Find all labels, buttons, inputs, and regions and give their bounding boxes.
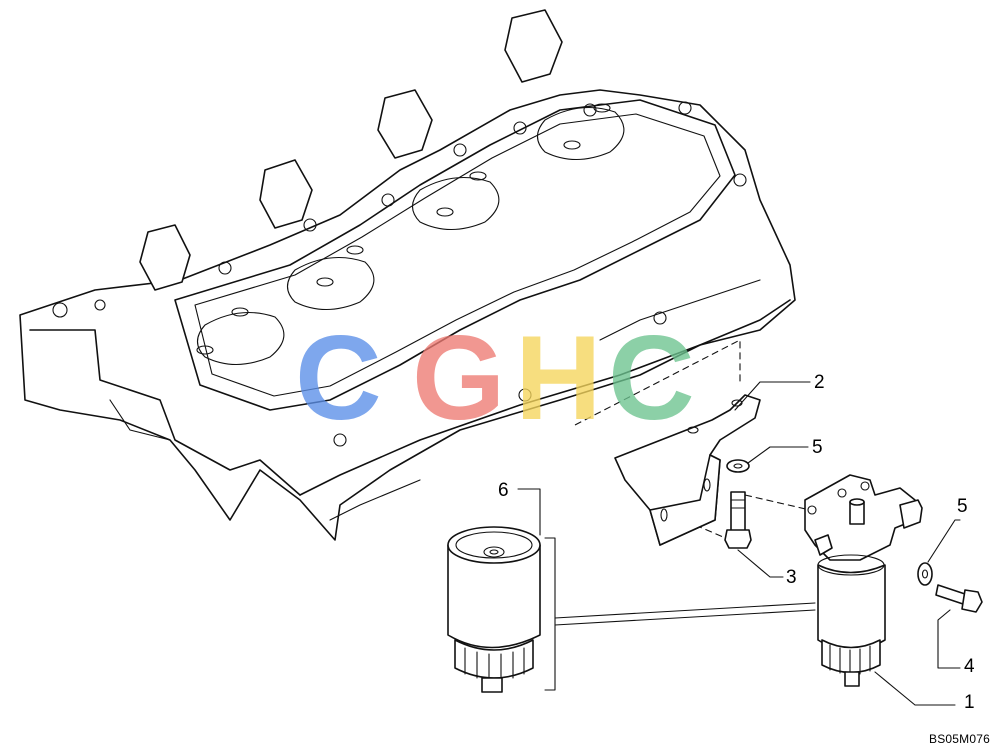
mounting-guide-line <box>744 494 811 511</box>
washer-upper <box>726 459 750 473</box>
fuel-filter-assembly <box>804 474 923 687</box>
callout-5-upper: 5 <box>812 437 823 458</box>
mounting-guide-line <box>574 339 741 426</box>
washer-side <box>917 562 933 586</box>
watermark-letter-c1: C <box>295 311 382 445</box>
watermark-letter-c2: C <box>608 311 695 445</box>
bolt-long <box>935 584 983 613</box>
drawing-reference-code: BS05M076 <box>929 732 990 746</box>
filter-cartridge <box>447 526 541 693</box>
watermark-letter-h: H <box>515 311 602 445</box>
callout-6: 6 <box>498 480 509 501</box>
callout-2: 2 <box>814 372 825 393</box>
filter-bracket <box>614 394 761 546</box>
leader-lines <box>517 381 961 706</box>
callout-5-right: 5 <box>957 496 968 517</box>
watermark-letter-g: G <box>412 311 506 445</box>
cylinder-head <box>19 9 796 541</box>
bolt-short <box>724 491 752 549</box>
callout-3: 3 <box>786 567 797 588</box>
callout-4: 4 <box>964 656 975 677</box>
callout-1: 1 <box>964 692 975 713</box>
